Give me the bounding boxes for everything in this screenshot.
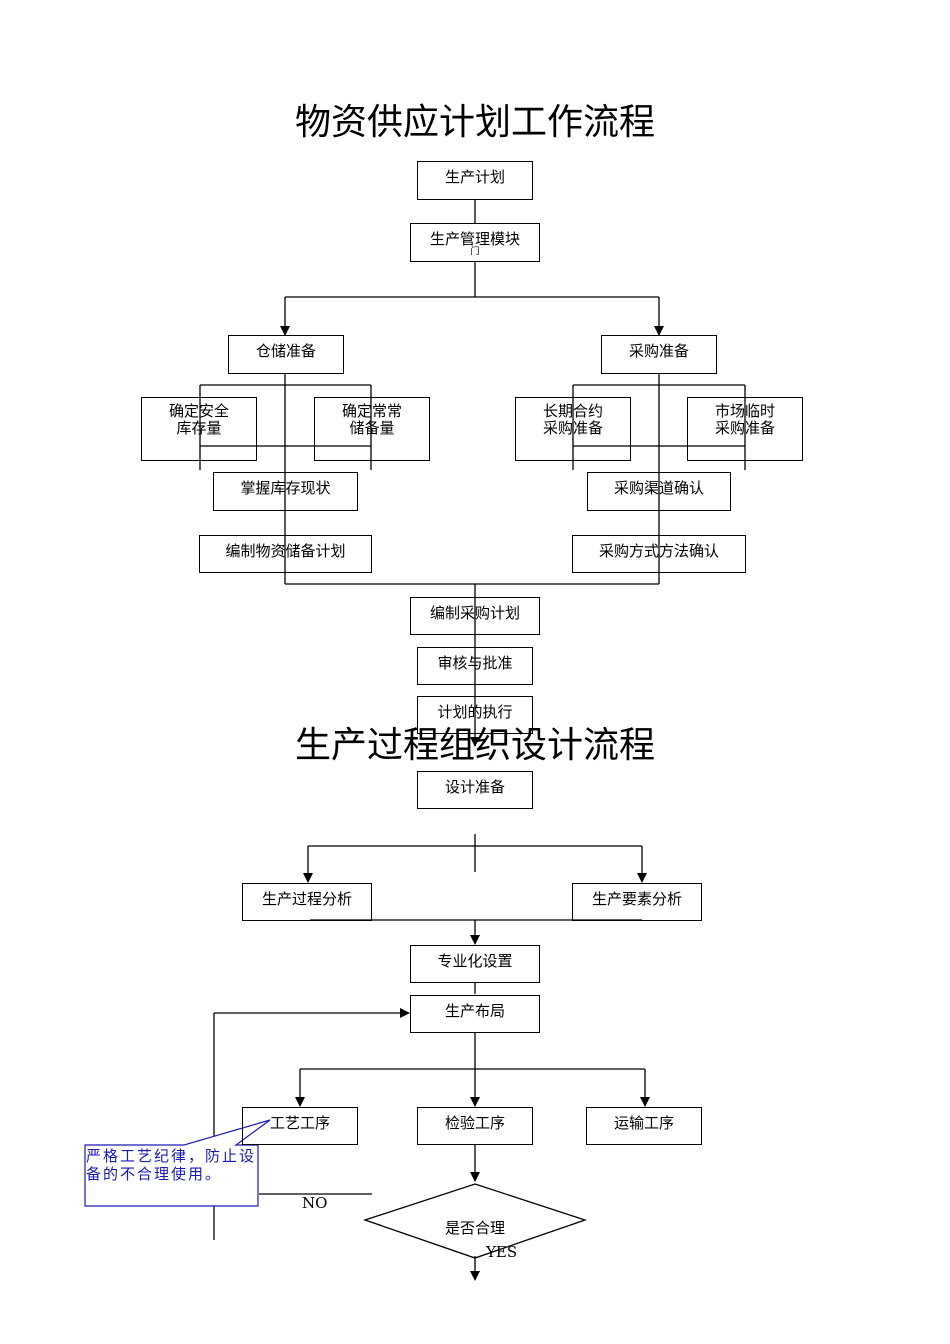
module-suffix: 门 xyxy=(470,247,480,257)
node-design-prep: 设计准备 xyxy=(417,771,533,809)
node-purchase-channel: 采购渠道确认 xyxy=(587,472,731,511)
node-purchase-method: 采购方式方法确认 xyxy=(572,535,746,573)
node-production-plan: 生产计划 xyxy=(417,161,533,200)
node-safety-stock: 确定安全库存量 xyxy=(141,397,257,461)
callout-note: 严格工艺纪律，防止设备的不合理使用。 xyxy=(86,1147,257,1183)
node-factor-analysis: 生产要素分析 xyxy=(572,883,702,921)
node-transport-process: 运输工序 xyxy=(586,1107,702,1145)
node-production-layout: 生产布局 xyxy=(410,995,540,1033)
node-warehouse-prep: 仓储准备 xyxy=(228,335,344,374)
node-compile-purchase-plan: 编制采购计划 xyxy=(410,597,540,635)
node-regular-reserve: 确定常常储备量 xyxy=(314,397,430,461)
node-grasp-inventory: 掌握库存现状 xyxy=(213,472,358,511)
yes-label: YES xyxy=(486,1243,518,1261)
flow2-title: 生产过程组织设计流程 xyxy=(294,725,655,766)
node-craft-process: 工艺工序 xyxy=(242,1107,358,1145)
node-market-temporary: 市场临时采购准备 xyxy=(687,397,803,461)
no-label: NO xyxy=(302,1194,328,1212)
node-specialization: 专业化设置 xyxy=(410,945,540,983)
node-long-term-contract: 长期合约采购准备 xyxy=(515,397,631,461)
node-production-mgmt-module: 生产管理模块门 xyxy=(410,223,540,262)
node-review-approve: 审核与批准 xyxy=(417,647,533,685)
node-inspection-process: 检验工序 xyxy=(417,1107,533,1145)
node-purchase-prep: 采购准备 xyxy=(601,335,717,374)
node-process-analysis: 生产过程分析 xyxy=(242,883,372,921)
node-execute-plan: 计划的执行 xyxy=(417,696,533,734)
node-compile-reserve-plan: 编制物资储备计划 xyxy=(199,535,372,573)
flow1-title: 物资供应计划工作流程 xyxy=(294,102,655,143)
decision-reasonable: 是否合理 xyxy=(444,1219,505,1237)
